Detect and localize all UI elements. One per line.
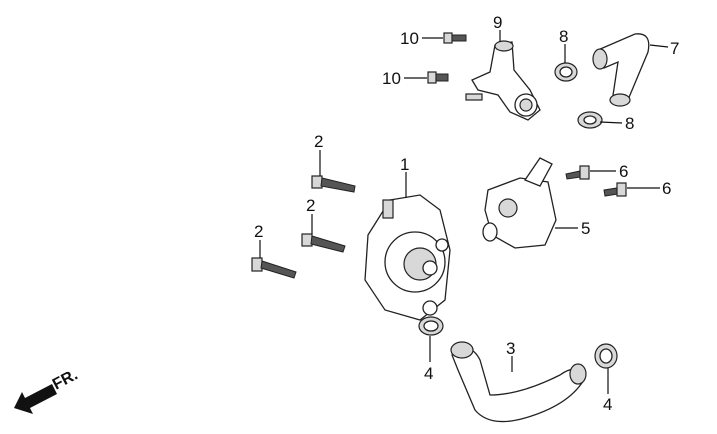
- water-pump-1: [364, 194, 451, 321]
- callout-10: 10: [400, 29, 419, 48]
- thermostat-housing-5: [482, 157, 557, 249]
- callout-10: 10: [382, 69, 401, 88]
- leader-lines: [259, 30, 669, 394]
- front-direction-marker: FR.: [14, 366, 81, 414]
- clip-8-lower: [577, 111, 603, 129]
- hose-3: [450, 341, 587, 423]
- clip-8-top: [554, 62, 578, 82]
- hose-7: [592, 33, 650, 107]
- arrow-front-icon: [14, 384, 57, 414]
- callout-5: 5: [581, 219, 590, 238]
- callout-8: 8: [625, 114, 634, 133]
- bolt-10-top: [443, 32, 467, 44]
- joint-9: [465, 40, 541, 121]
- bolt-6-b: [603, 182, 627, 197]
- callout-7: 7: [670, 39, 679, 58]
- bolt-10-lower: [427, 71, 449, 84]
- bolt-2-b: [301, 233, 346, 253]
- callout-3: 3: [506, 339, 515, 358]
- callout-2: 2: [306, 196, 315, 215]
- bolt-2-c: [251, 257, 297, 279]
- callout-6: 6: [662, 179, 671, 198]
- callout-1: 1: [400, 155, 409, 174]
- callout-9: 9: [493, 13, 502, 32]
- callout-4: 4: [424, 364, 433, 383]
- callout-2: 2: [254, 222, 263, 241]
- clamp-4-right: [594, 343, 618, 369]
- callout-2: 2: [314, 132, 323, 151]
- callout-8: 8: [559, 27, 568, 46]
- callout-4: 4: [603, 395, 612, 414]
- callout-6: 6: [619, 162, 628, 181]
- bolt-6-a: [565, 165, 590, 180]
- bolt-2-a: [311, 175, 356, 193]
- clamp-4-left: [418, 316, 444, 336]
